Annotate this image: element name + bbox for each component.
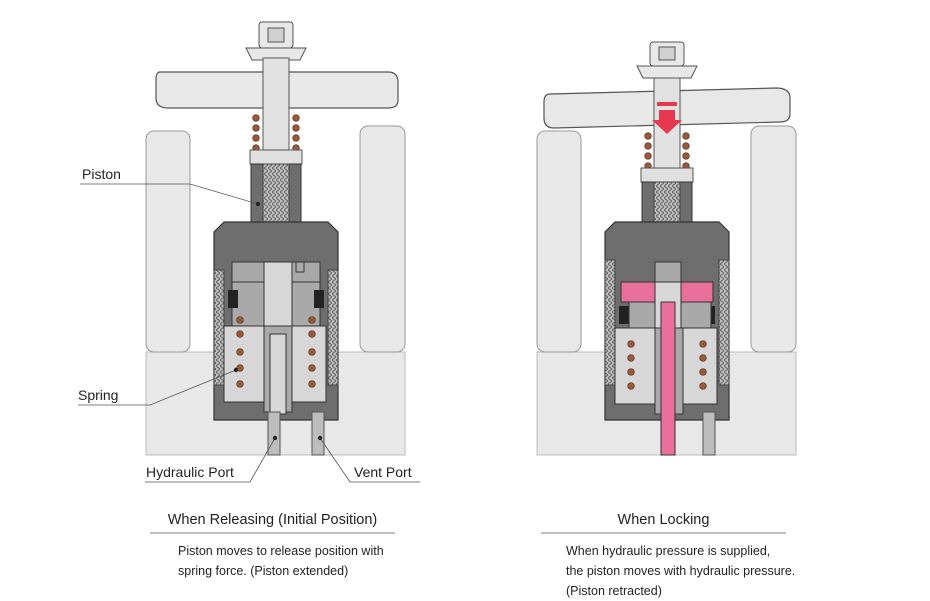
left-piston-core	[263, 261, 293, 327]
left-clamp-assembly	[145, 21, 406, 456]
left-vent-port	[311, 411, 325, 456]
right-clamp-assembly	[536, 41, 797, 456]
left-nut	[249, 149, 303, 165]
right-upper-spring	[644, 132, 690, 170]
right-description-line1: When hydraulic pressure is supplied,	[566, 544, 771, 558]
left-hydraulic-port	[267, 411, 281, 456]
left-description-line1: Piston moves to release position with	[178, 544, 384, 558]
right-description-line3: (Piston retracted)	[566, 584, 662, 598]
left-return-spring	[236, 316, 316, 388]
left-panel-description: Piston moves to release position with sp…	[178, 541, 384, 581]
right-side-block-right	[750, 125, 797, 353]
left-description-line2: spring force. (Piston extended)	[178, 564, 349, 578]
right-panel-description: When hydraulic pressure is supplied, the…	[566, 541, 795, 601]
right-return-spring	[627, 340, 707, 390]
right-fluid-passage	[660, 301, 676, 456]
right-description-line2: the piston moves with hydraulic pressure…	[566, 564, 796, 578]
right-side-block-left	[536, 130, 582, 353]
right-nut	[640, 167, 694, 183]
pressure-arrow	[652, 102, 682, 134]
vent-port-label: Vent Port	[354, 464, 412, 480]
left-side-block-left	[145, 130, 191, 353]
callout-lines	[78, 183, 420, 483]
right-panel-title: When Locking	[617, 512, 710, 528]
spring-label: Spring	[78, 387, 118, 403]
hydraulic-port-label: Hydraulic Port	[146, 464, 234, 480]
left-side-block-right	[359, 125, 406, 353]
right-vent-port	[702, 411, 716, 456]
left-panel-title: When Releasing (Initial Position)	[167, 512, 378, 528]
piston-label: Piston	[82, 166, 121, 182]
